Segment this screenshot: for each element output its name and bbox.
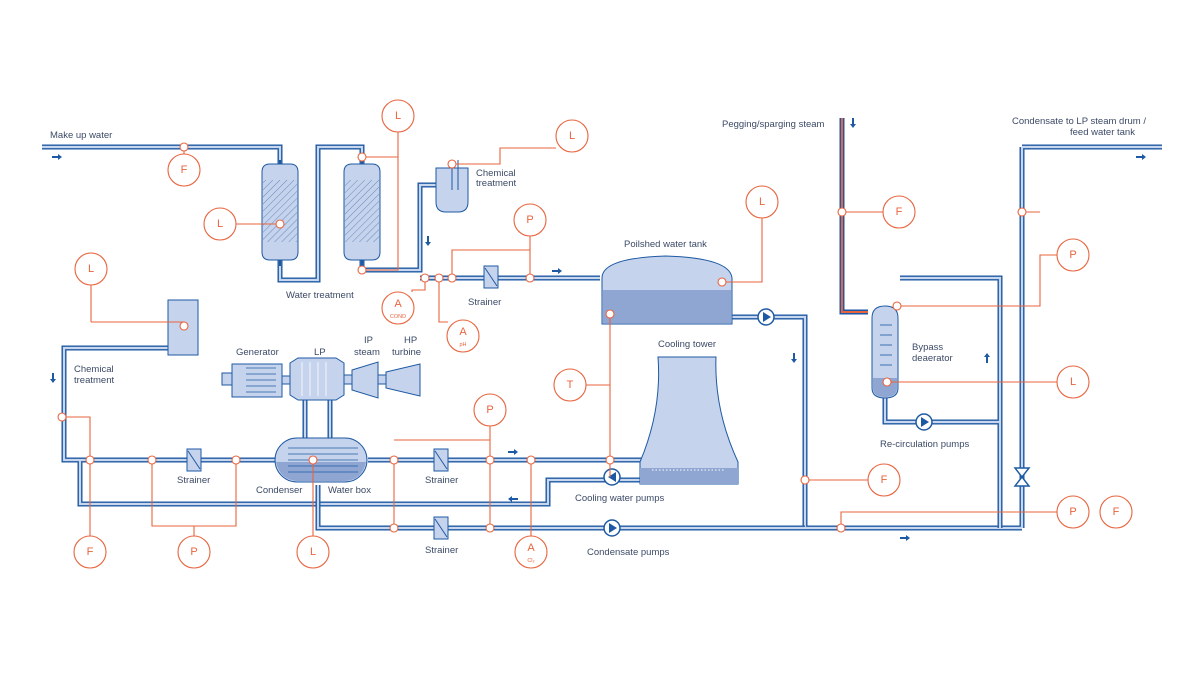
svg-text:P: P xyxy=(1069,506,1076,518)
pressure-indicator-left: P xyxy=(177,535,211,569)
svg-text:P: P xyxy=(1069,249,1076,261)
label-strainer-left: Strainer xyxy=(177,475,210,486)
chlorine-analyzer: A Cl₂ xyxy=(514,535,548,569)
svg-text:P: P xyxy=(526,214,533,226)
label-recirculation-pumps: Re-circulation pumps xyxy=(880,439,969,450)
level-indicator-deaerator: L xyxy=(1056,365,1090,399)
label-condensate-pumps: Condensate pumps xyxy=(587,547,670,558)
control-valve xyxy=(1013,467,1031,487)
cooling-water-pump xyxy=(603,468,621,486)
polished-water-pump xyxy=(757,308,775,326)
water-treatment-filter-1 xyxy=(261,160,299,266)
level-indicator-condenser: L xyxy=(296,535,330,569)
conductivity-analyzer: A COND xyxy=(381,291,415,325)
svg-text:T: T xyxy=(567,379,574,391)
hp-turbine xyxy=(385,363,421,397)
pipe-network xyxy=(42,118,1162,531)
level-indicator-chemical-top: L xyxy=(555,119,589,153)
strainer-left xyxy=(186,448,202,472)
flow-arrows xyxy=(50,118,1146,541)
pressure-indicator-top: P xyxy=(513,203,547,237)
label-chemical-treatment-top-1: Chemical xyxy=(476,168,516,179)
label-generator: Generator xyxy=(236,347,279,358)
strainer-bottom xyxy=(433,516,449,540)
label-bypass-deaerator-1: Bypass xyxy=(912,342,943,353)
label-cooling-tower: Cooling tower xyxy=(658,339,716,350)
pressure-indicator-mid: P xyxy=(473,393,507,427)
label-cooling-water-pumps: Cooling water pumps xyxy=(575,493,664,504)
level-indicator-chemical-left: L xyxy=(74,252,108,286)
svg-text:P: P xyxy=(486,404,493,416)
flow-indicator-left: F xyxy=(73,535,107,569)
svg-text:F: F xyxy=(1113,506,1120,518)
recirculation-pump xyxy=(915,413,933,431)
label-water-box: Water box xyxy=(328,485,371,496)
label-strainer-bottom: Strainer xyxy=(425,545,458,556)
flow-indicator-makeup: F xyxy=(167,153,201,187)
label-condensate-to-lp-1: Condensate to LP steam drum / xyxy=(1012,116,1146,127)
level-indicator-tank: L xyxy=(745,185,779,219)
svg-text:F: F xyxy=(881,474,888,486)
lp-turbine xyxy=(289,357,353,401)
label-make-up-water: Make up water xyxy=(50,130,112,141)
pressure-indicator-condensate: P xyxy=(1056,495,1090,529)
svg-text:A: A xyxy=(527,542,535,554)
label-bypass-deaerator-2: deaerator xyxy=(912,353,953,364)
svg-text:A: A xyxy=(459,326,467,338)
ip-turbine xyxy=(351,361,387,399)
label-ip-steam-1: IP xyxy=(364,335,373,346)
bypass-deaerator xyxy=(871,305,899,399)
flow-indicator-steam: F xyxy=(882,195,916,229)
svg-text:L: L xyxy=(217,218,223,230)
svg-text:F: F xyxy=(181,164,188,176)
label-pegging-steam: Pegging/sparging steam xyxy=(722,119,825,130)
label-condensate-to-lp-2: feed water tank xyxy=(1070,127,1135,138)
tap-points xyxy=(57,142,1027,533)
flow-indicator-condensate: F xyxy=(1099,495,1133,529)
label-strainer-mid: Strainer xyxy=(425,475,458,486)
svg-text:COND: COND xyxy=(390,314,406,320)
temperature-indicator: T xyxy=(553,368,587,402)
label-hp-turbine-2: turbine xyxy=(392,347,421,358)
svg-text:A: A xyxy=(394,298,402,310)
label-chemical-treatment-left-2: treatment xyxy=(74,375,114,386)
instrument-bubbles: F L L L P A COND ApH L L T P F P L A Cl₂ F… xyxy=(73,99,1133,569)
strainer-mid xyxy=(433,448,449,472)
svg-text:L: L xyxy=(569,130,575,142)
svg-text:L: L xyxy=(1070,376,1076,388)
pressure-indicator-deaerator: P xyxy=(1056,238,1090,272)
flow-indicator-return: F xyxy=(867,463,901,497)
generator xyxy=(221,363,291,398)
label-strainer-top: Strainer xyxy=(468,297,501,308)
strainer-top xyxy=(483,265,499,289)
ph-analyzer: ApH xyxy=(446,319,480,353)
svg-text:F: F xyxy=(87,546,94,558)
cooling-tower xyxy=(639,356,739,485)
svg-text:L: L xyxy=(395,110,401,122)
condensate-pump xyxy=(603,519,621,537)
level-indicator-filter1: L xyxy=(203,207,237,241)
level-indicator-filter2: L xyxy=(381,99,415,133)
polished-water-tank xyxy=(601,255,733,325)
svg-text:Cl₂: Cl₂ xyxy=(527,558,534,564)
water-treatment-filter-2 xyxy=(343,160,381,266)
label-chemical-treatment-left-1: Chemical xyxy=(74,364,114,375)
label-condenser: Condenser xyxy=(256,485,302,496)
svg-text:F: F xyxy=(896,206,903,218)
label-ip-steam-2: steam xyxy=(354,347,380,358)
diagram-labels: Make up water Water treatment Chemical t… xyxy=(50,116,1146,558)
label-water-treatment: Water treatment xyxy=(286,290,354,301)
svg-text:L: L xyxy=(310,546,316,558)
svg-text:L: L xyxy=(88,263,94,275)
label-lp: LP xyxy=(314,347,326,358)
chemical-treatment-tank-top xyxy=(435,160,469,213)
svg-text:pH: pH xyxy=(459,342,466,348)
svg-text:P: P xyxy=(190,546,197,558)
label-chemical-treatment-top-2: treatment xyxy=(476,178,516,189)
condenser xyxy=(274,437,368,483)
label-polished-water-tank: Poilshed water tank xyxy=(624,239,707,250)
label-hp-turbine-1: HP xyxy=(404,335,417,346)
svg-text:L: L xyxy=(759,196,765,208)
